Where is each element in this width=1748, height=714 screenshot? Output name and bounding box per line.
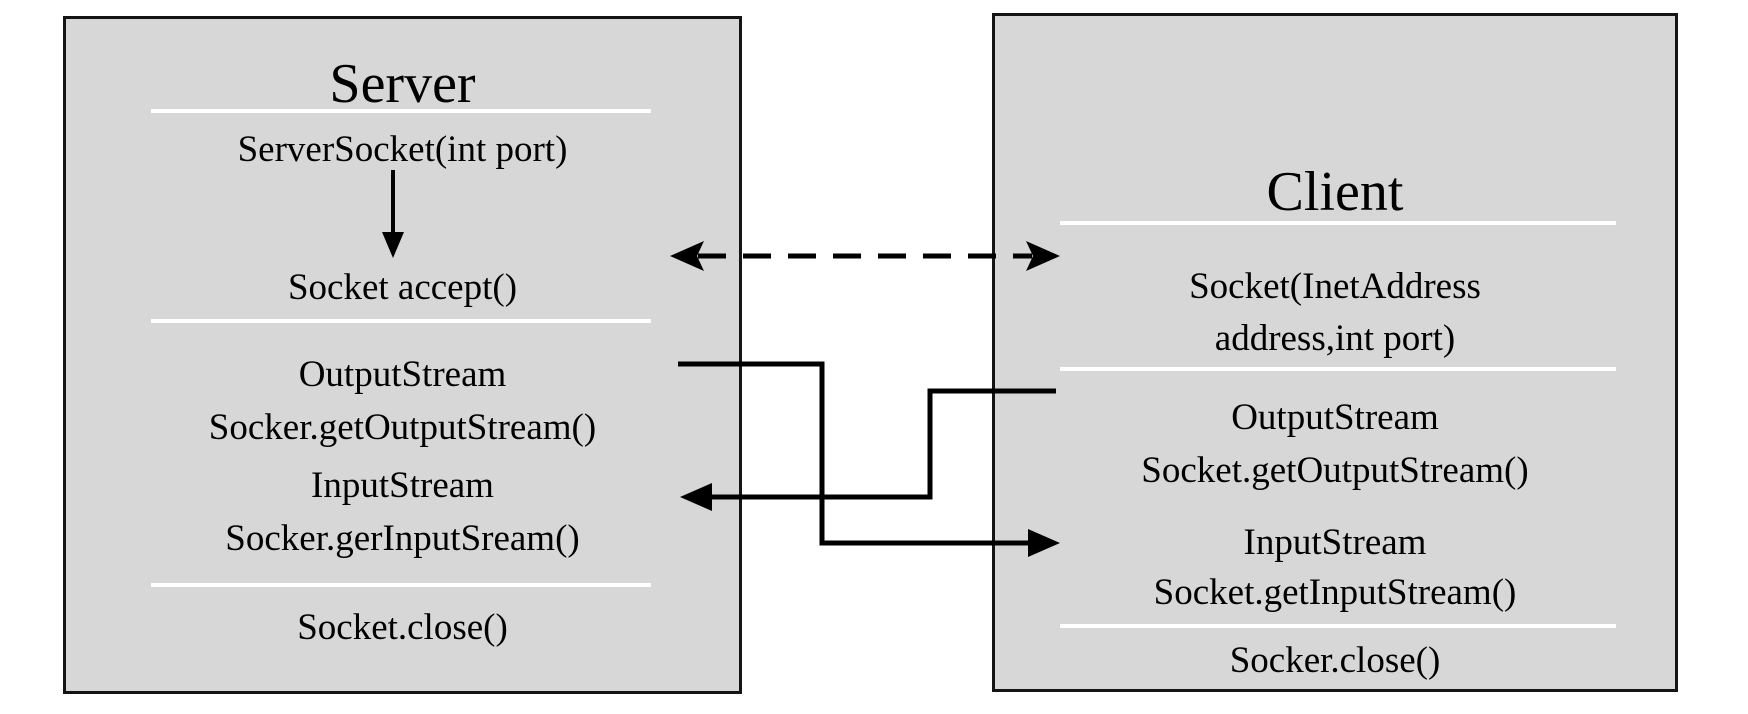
server-accept-label: Socket accept() [287, 267, 518, 308]
client-title: Client [1266, 161, 1404, 223]
server-getinputstream-label: Socker.gerInputSream() [225, 518, 580, 559]
server-box: Server ServerSocket(int port) Socket acc… [63, 16, 742, 694]
server-inputstream-label: InputStream [311, 465, 494, 506]
client-close-label: Socker.close() [1229, 640, 1441, 681]
server-divider-1 [151, 109, 651, 113]
client-divider-3 [1060, 624, 1616, 628]
client-divider-1 [1060, 221, 1616, 225]
server-title: Server [329, 53, 476, 115]
client-getinputstream-label: Socket.getInputStream() [1153, 572, 1517, 613]
client-constructor-label-line2: address,int port) [1214, 318, 1456, 359]
server-outputstream-label: OutputStream [298, 354, 507, 395]
client-box: Client Socket(InetAddress address,int po… [992, 13, 1678, 692]
server-divider-3 [151, 583, 651, 587]
server-divider-2 [151, 319, 651, 323]
client-divider-2 [1060, 367, 1616, 371]
client-inputstream-label: InputStream [1243, 522, 1427, 563]
server-getoutputstream-label: Socker.getOutputStream() [208, 407, 597, 448]
client-constructor-label-line1: Socket(InetAddress [1189, 266, 1481, 307]
server-constructor-label: ServerSocket(int port) [237, 129, 568, 170]
client-getoutputstream-label: Socket.getOutputStream() [1141, 450, 1529, 491]
client-outputstream-label: OutputStream [1231, 397, 1439, 438]
server-close-label: Socket.close() [297, 607, 508, 648]
